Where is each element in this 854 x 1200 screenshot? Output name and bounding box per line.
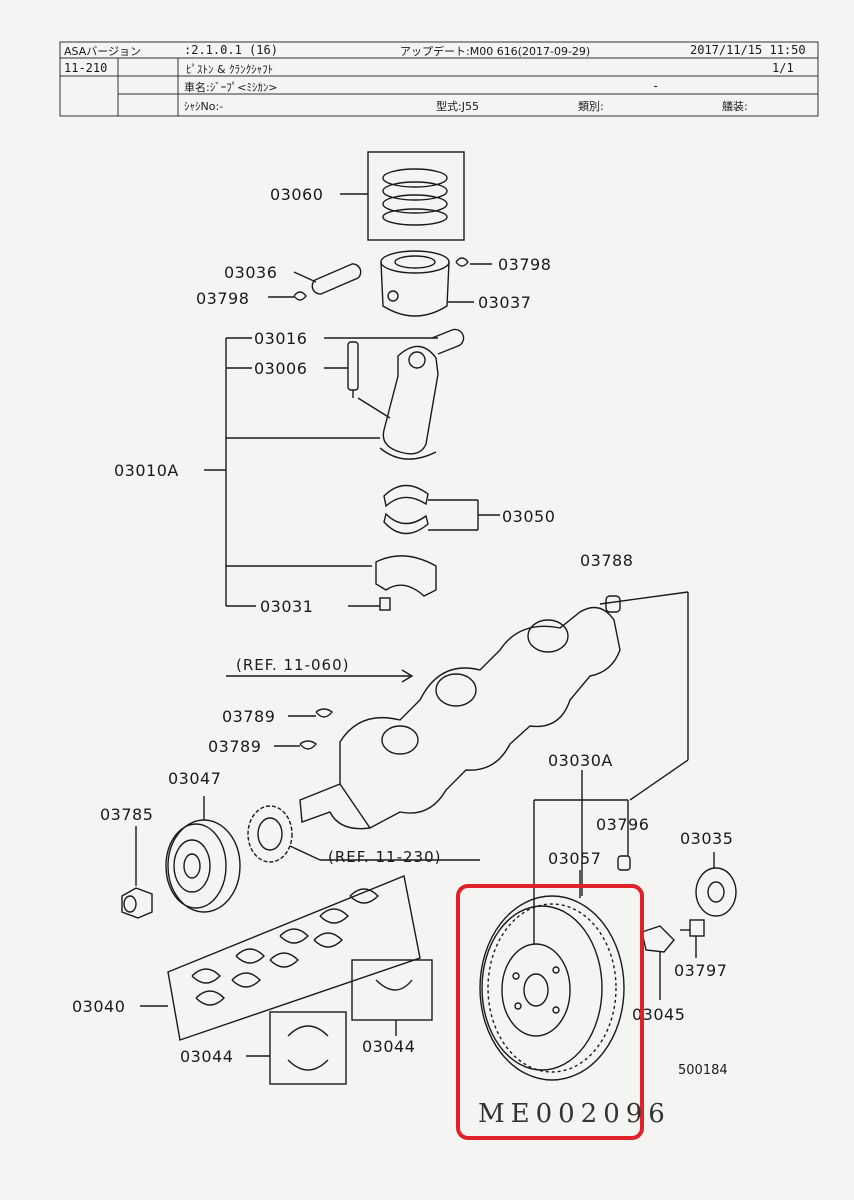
callout-03057: 03057	[548, 849, 601, 868]
pilot-bearing[interactable]	[695, 852, 737, 917]
callout-03050: 03050	[502, 507, 555, 526]
conrod-bearing-upper[interactable]	[383, 484, 429, 508]
callout-03788: 03788	[580, 551, 633, 570]
flywheel-highlight-box	[456, 884, 644, 1140]
callout-03040: 03040	[72, 997, 125, 1016]
callout-03044-right: 03044	[362, 1037, 415, 1056]
callout-03796: 03796	[596, 815, 649, 834]
main-bearing-set[interactable]	[140, 875, 421, 1041]
crank-gear[interactable]	[247, 805, 480, 863]
thrust-bearing-left[interactable]	[246, 1011, 347, 1085]
flywheel-bolt[interactable]	[680, 919, 705, 958]
print-datetime: 2017/11/15 11:50	[690, 43, 806, 57]
callout-03798-right: 03798	[498, 255, 551, 274]
callout-03789-upper: 03789	[222, 707, 275, 726]
callout-03030A: 03030A	[548, 751, 613, 770]
callout-03785: 03785	[100, 805, 153, 824]
callout-03044-left: 03044	[180, 1047, 233, 1066]
model-type: 型式:J55	[436, 100, 479, 113]
callout-03798-left: 03798	[196, 289, 249, 308]
crank-nut[interactable]	[121, 826, 153, 919]
category: 類別:	[578, 100, 604, 113]
pilot-bushing[interactable]	[617, 855, 631, 871]
callout-03045: 03045	[632, 1005, 685, 1024]
flywheel-bracket	[533, 770, 629, 944]
group-name: ﾋﾟｽﾄﾝ & ｸﾗﾝｸｼｬﾌﾄ	[186, 63, 274, 76]
callout-03060: 03060	[270, 185, 323, 204]
bearing-bracket	[428, 499, 500, 531]
connecting-rod-assembly[interactable]	[347, 328, 465, 460]
group-code: 11-210	[64, 61, 108, 75]
equipment: 艤装:	[722, 100, 748, 113]
header-grid	[59, 41, 819, 117]
piston[interactable]	[380, 250, 474, 317]
app-version: :2.1.0.1 (16)	[184, 43, 278, 57]
snap-ring-left[interactable]	[268, 291, 307, 301]
piston-ring-set[interactable]	[340, 151, 465, 241]
page-number: 1/1	[772, 61, 794, 75]
crank-pulley[interactable]	[165, 796, 241, 913]
chassis-number: ｼｬｼNo:-	[184, 100, 224, 113]
vehicle-name: 車名:ｼﾞｰﾌﾟ<ﾐｼｶﾝ>	[184, 81, 278, 94]
callout-03037: 03037	[478, 293, 531, 312]
callout-03797: 03797	[674, 961, 727, 980]
snap-ring-right[interactable]	[455, 257, 492, 267]
thrust-bearing-right[interactable]	[351, 959, 433, 1036]
callout-03047: 03047	[168, 769, 221, 788]
callout-03010A: 03010A	[114, 461, 179, 480]
callout-03031: 03031	[260, 597, 313, 616]
app-version-label: ASAバージョン	[64, 45, 142, 58]
crankshaft[interactable]	[226, 591, 689, 830]
woodruff-key-upper[interactable]	[288, 708, 333, 718]
callout-03036: 03036	[224, 263, 277, 282]
conrod-bearing-lower[interactable]	[383, 512, 429, 535]
vehicle-dash: -	[652, 79, 660, 93]
conrod-cap[interactable]	[348, 555, 437, 611]
flywheel-plate[interactable]	[641, 925, 675, 1000]
callout-03016: 03016	[254, 329, 307, 348]
diagram-id: 500184	[678, 1063, 728, 1078]
ref-11-060[interactable]: (REF. 11-060)	[236, 656, 350, 674]
flywheel[interactable]	[479, 870, 625, 1081]
woodruff-key-lower[interactable]	[274, 740, 317, 750]
callout-03789-lower: 03789	[208, 737, 261, 756]
callout-03035: 03035	[680, 829, 733, 848]
handwritten-part-number: ME002096	[478, 1099, 671, 1129]
callout-03006: 03006	[254, 359, 307, 378]
update-info: アップデート:M00 616(2017-09-29)	[400, 45, 591, 58]
piston-pin[interactable]	[293, 263, 362, 295]
ref-11-230[interactable]: (REF. 11-230)	[328, 848, 442, 866]
connecting-rod-bracket	[204, 337, 438, 607]
